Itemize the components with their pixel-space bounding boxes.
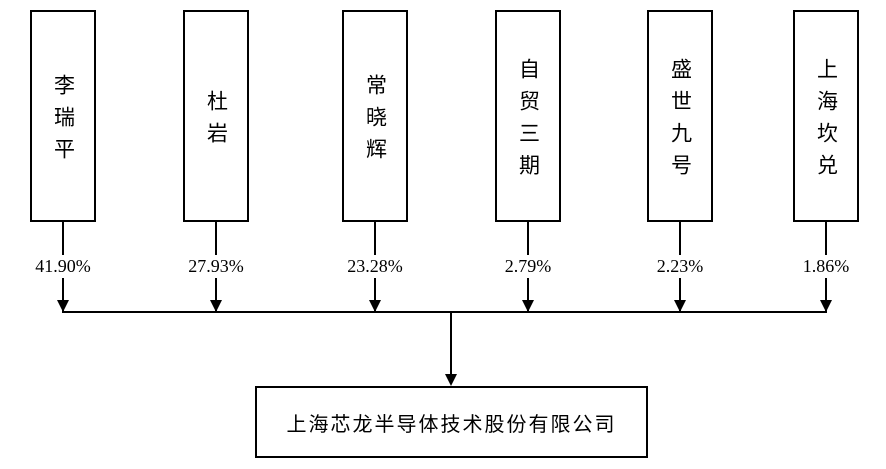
arrow-down-icon: [445, 374, 457, 386]
shareholder-name: 李瑞平: [51, 73, 76, 170]
company-name: 上海芯龙半导体技术股份有限公司: [286, 413, 617, 436]
company-box: 上海芯龙半导体技术股份有限公司: [255, 386, 648, 458]
shareholder-box: 李瑞平: [30, 10, 96, 222]
shareholder-box: 盛世九号: [647, 10, 713, 222]
bus-line: [62, 311, 827, 313]
ownership-percentage: 27.93%: [184, 255, 248, 278]
arrow-down-icon: [369, 300, 381, 312]
company-connector-line: [450, 313, 452, 375]
shareholder-box: 杜岩: [183, 10, 249, 222]
ownership-percentage: 2.23%: [652, 255, 708, 278]
arrow-down-icon: [210, 300, 222, 312]
ownership-percentage: 2.79%: [500, 255, 556, 278]
shareholder-name: 自贸三期: [516, 57, 541, 186]
ownership-percentage: 1.86%: [798, 255, 854, 278]
ownership-percentage: 23.28%: [343, 255, 407, 278]
arrow-down-icon: [57, 300, 69, 312]
shareholder-name: 常晓辉: [363, 73, 388, 170]
ownership-percentage: 41.90%: [31, 255, 95, 278]
shareholder-box: 上海坎兑: [793, 10, 859, 222]
arrow-down-icon: [820, 300, 832, 312]
arrow-down-icon: [522, 300, 534, 312]
shareholder-box: 自贸三期: [495, 10, 561, 222]
shareholder-name: 杜岩: [204, 89, 229, 154]
shareholder-name: 上海坎兑: [814, 57, 839, 186]
shareholder-box: 常晓辉: [342, 10, 408, 222]
arrow-down-icon: [674, 300, 686, 312]
shareholder-name: 盛世九号: [668, 57, 693, 186]
